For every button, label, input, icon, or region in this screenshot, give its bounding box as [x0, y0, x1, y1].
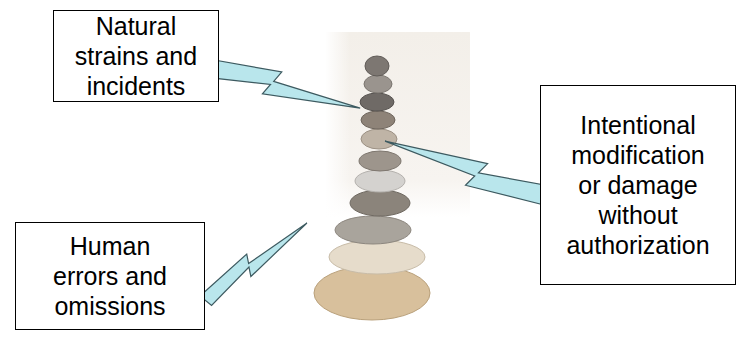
- threat-box: Intentional modification or damage witho…: [540, 85, 736, 285]
- box-label: Human errors and omissions: [46, 231, 174, 321]
- text-group: Natural strains and incidents: [71, 11, 201, 101]
- stone: [329, 240, 425, 274]
- threat-box: Natural strains and incidents: [53, 10, 219, 102]
- stone: [355, 170, 405, 192]
- box-label: Intentional modification or damage witho…: [563, 110, 713, 260]
- box-label: Natural strains and incidents: [71, 11, 201, 101]
- stone: [365, 56, 389, 76]
- stone: [359, 151, 401, 171]
- lightning-bolt: [381, 141, 553, 206]
- stone: [360, 93, 394, 111]
- stone: [361, 111, 395, 129]
- photo-fade: [325, 32, 350, 217]
- stone: [335, 216, 411, 244]
- stone-stack: [314, 56, 430, 320]
- lightning-bolt: [200, 200, 307, 320]
- stone: [361, 129, 397, 149]
- stone: [364, 75, 392, 93]
- threat-box: Human errors and omissions: [15, 222, 205, 330]
- lightning-bolt: [202, 58, 361, 108]
- text-group: Intentional modification or damage witho…: [563, 110, 713, 260]
- text-group: Human errors and omissions: [46, 231, 174, 321]
- photo-background: [325, 32, 470, 217]
- stone: [350, 190, 410, 216]
